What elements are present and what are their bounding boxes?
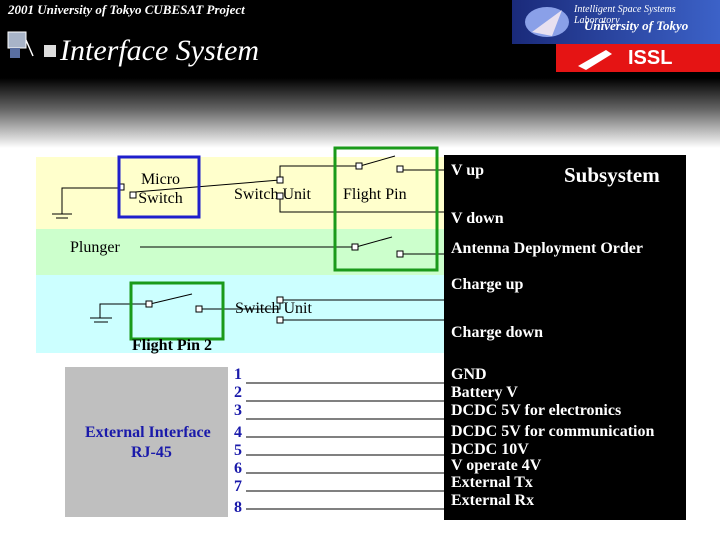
pin-number: 7	[234, 478, 242, 495]
signal-label: GND	[451, 366, 487, 383]
rj45-connector	[65, 367, 228, 517]
pin-number: 3	[234, 402, 242, 419]
pin-number: 8	[234, 499, 242, 516]
rj45-label: RJ-45	[131, 444, 172, 461]
header-gradient	[0, 78, 720, 148]
flight-pin-highlight	[333, 146, 439, 272]
plunger-label: Plunger	[70, 239, 120, 256]
flight-pin-2-label: Flight Pin 2	[132, 337, 213, 354]
antenna-deployment-label: Antenna Deployment Order	[451, 240, 643, 257]
micro-switch-label: Micro Switch	[138, 171, 183, 207]
signal-label: Battery V	[451, 384, 518, 401]
issl-logo: ISSL	[556, 44, 720, 72]
v-down-label: V down	[451, 210, 504, 227]
signal-label: External Rx	[451, 492, 535, 509]
charge-up-label: Charge up	[451, 276, 524, 293]
title-bullet	[44, 45, 56, 57]
flight-pin-label: Flight Pin	[343, 186, 407, 203]
pin-number: 5	[234, 442, 242, 459]
yellow-band	[36, 157, 446, 229]
signal-label: DCDC 5V for electronics	[451, 402, 622, 419]
lab-logo: Intelligent Space Systems Laboratory Uni…	[512, 0, 720, 44]
pin-number: 6	[234, 460, 242, 477]
signal-label: DCDC 10V	[451, 441, 529, 458]
pin-number: 4	[234, 424, 242, 441]
signal-label: External Tx	[451, 474, 533, 491]
project-name: 2001 University of Tokyo CUBESAT Project	[8, 2, 245, 17]
lab-emblem-icon	[525, 7, 569, 37]
page-title: Interface System	[60, 34, 260, 67]
signal-label: DCDC 5V for communication	[451, 423, 655, 440]
green-band	[36, 229, 446, 275]
micro-switch-highlight	[117, 155, 201, 219]
switch-unit-1-label: Switch Unit	[234, 186, 311, 203]
flight-pin-2-highlight	[129, 281, 225, 341]
rocket-icon	[578, 50, 612, 70]
switch-unit-2-label: Switch Unit	[235, 300, 312, 317]
external-interface-label: External Interface	[85, 424, 211, 441]
subsystem-panel: Subsystem	[444, 155, 686, 520]
pin-number: 1	[234, 366, 242, 383]
lab-name: Intelligent Space Systems Laboratory	[574, 4, 676, 26]
v-up-label: V up	[451, 162, 485, 179]
university-name: University of Tokyo	[584, 18, 689, 33]
cyan-band	[36, 275, 446, 353]
pin-number: 2	[234, 384, 242, 401]
charge-down-label: Charge down	[451, 324, 544, 341]
subsystem-label: Subsystem	[564, 163, 660, 187]
signal-label: V operate 4V	[451, 457, 542, 474]
satellite-icon	[7, 31, 34, 58]
issl-label: ISSL	[628, 47, 673, 69]
